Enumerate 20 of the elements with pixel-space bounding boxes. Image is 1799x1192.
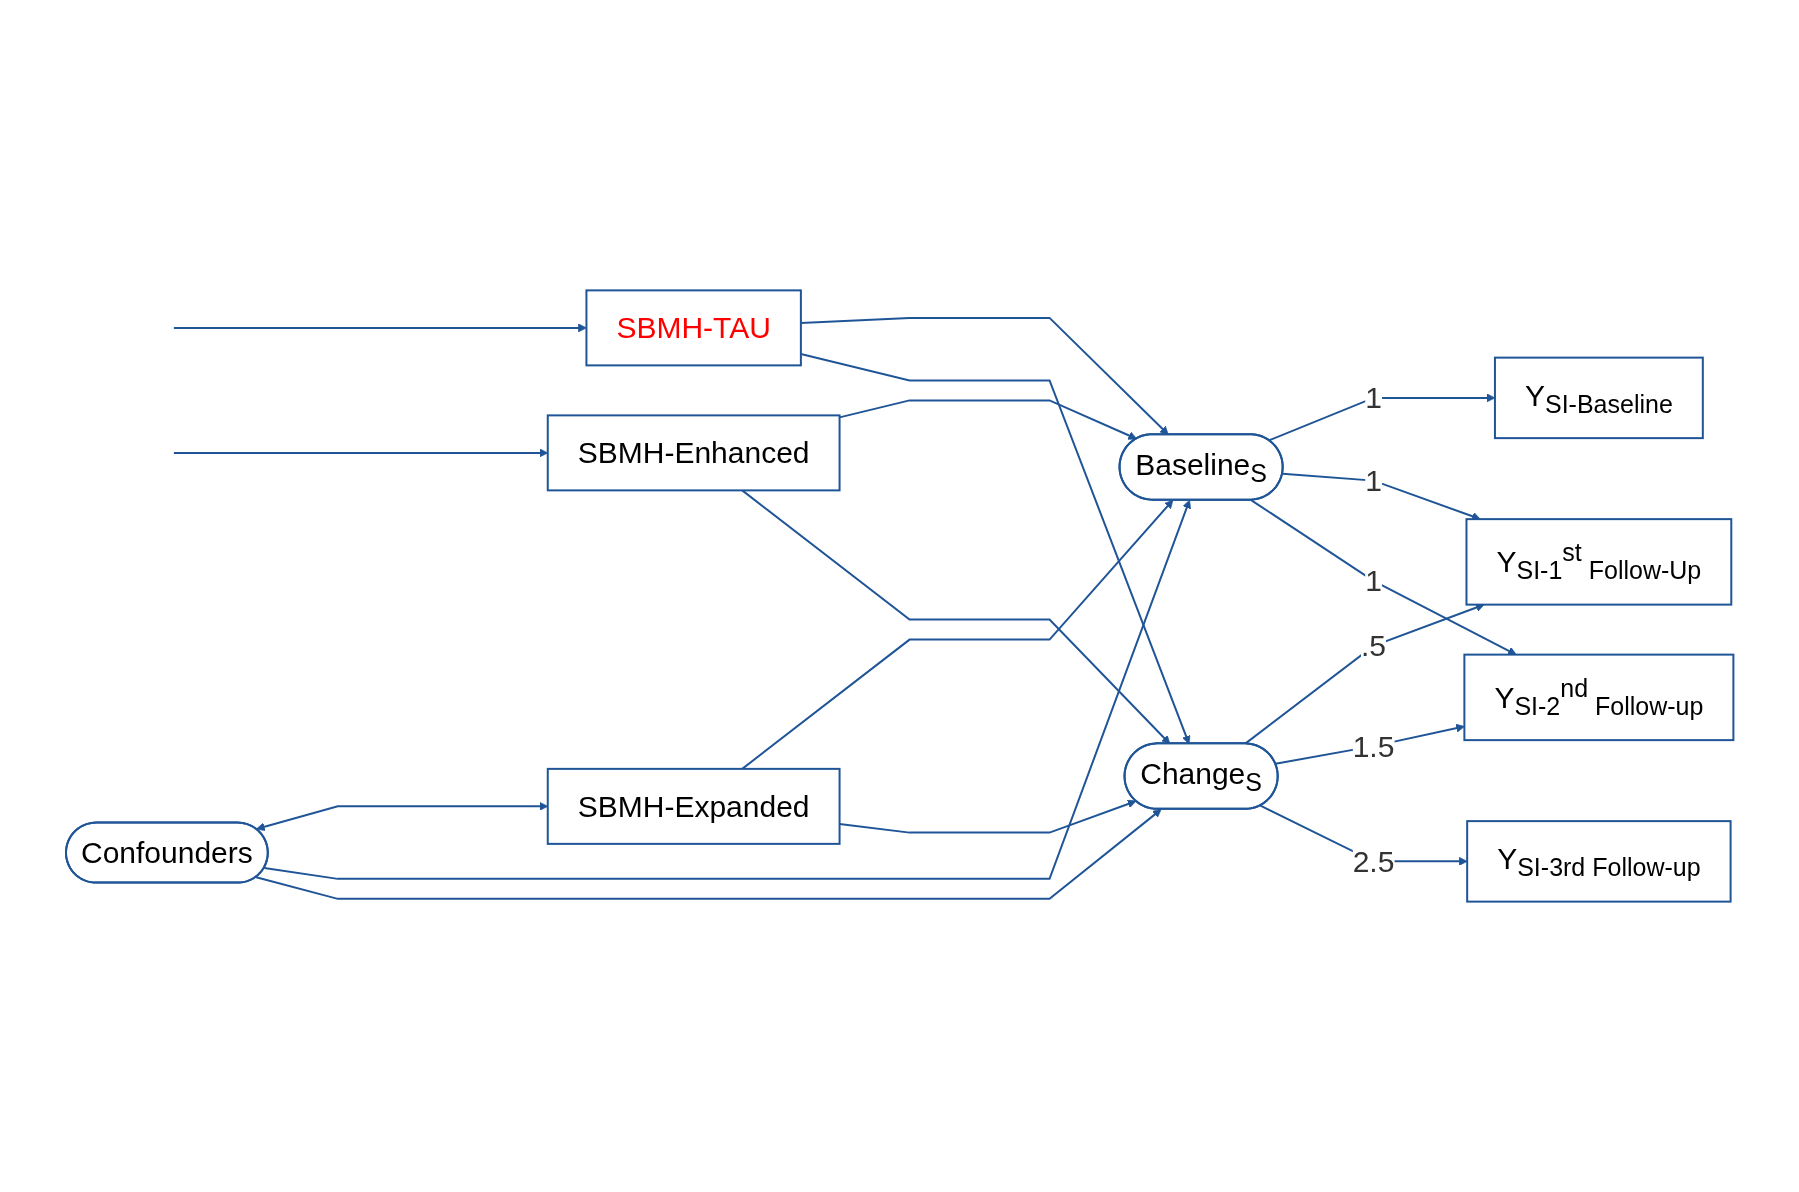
arrow — [1243, 603, 1485, 745]
arrow — [256, 801, 548, 832]
arrow — [838, 399, 1137, 440]
arrow — [255, 808, 1162, 900]
edge-label: 2.5 — [1352, 844, 1395, 878]
arrow — [1249, 499, 1517, 655]
arrow — [1281, 472, 1481, 521]
node-box: SBMH-TAU — [585, 289, 802, 367]
edge-label: 1 — [1364, 381, 1382, 415]
arrow — [172, 323, 587, 333]
node-box: Y$_{SI-3rd Follow-up}$ — [1465, 820, 1732, 903]
arrow — [263, 499, 1191, 880]
edge-label: 1.5 — [1352, 729, 1395, 763]
edge-label: .5 — [1360, 629, 1386, 663]
node-box: Y$_{SI-Baseline}$ — [1493, 356, 1704, 440]
node-box: SBMH-Enhanced — [546, 414, 841, 492]
edge-label: 1 — [1364, 464, 1382, 498]
edge-label: 1 — [1364, 564, 1382, 598]
node-box: SBMH-Expanded — [546, 767, 841, 845]
arrow — [172, 448, 548, 458]
